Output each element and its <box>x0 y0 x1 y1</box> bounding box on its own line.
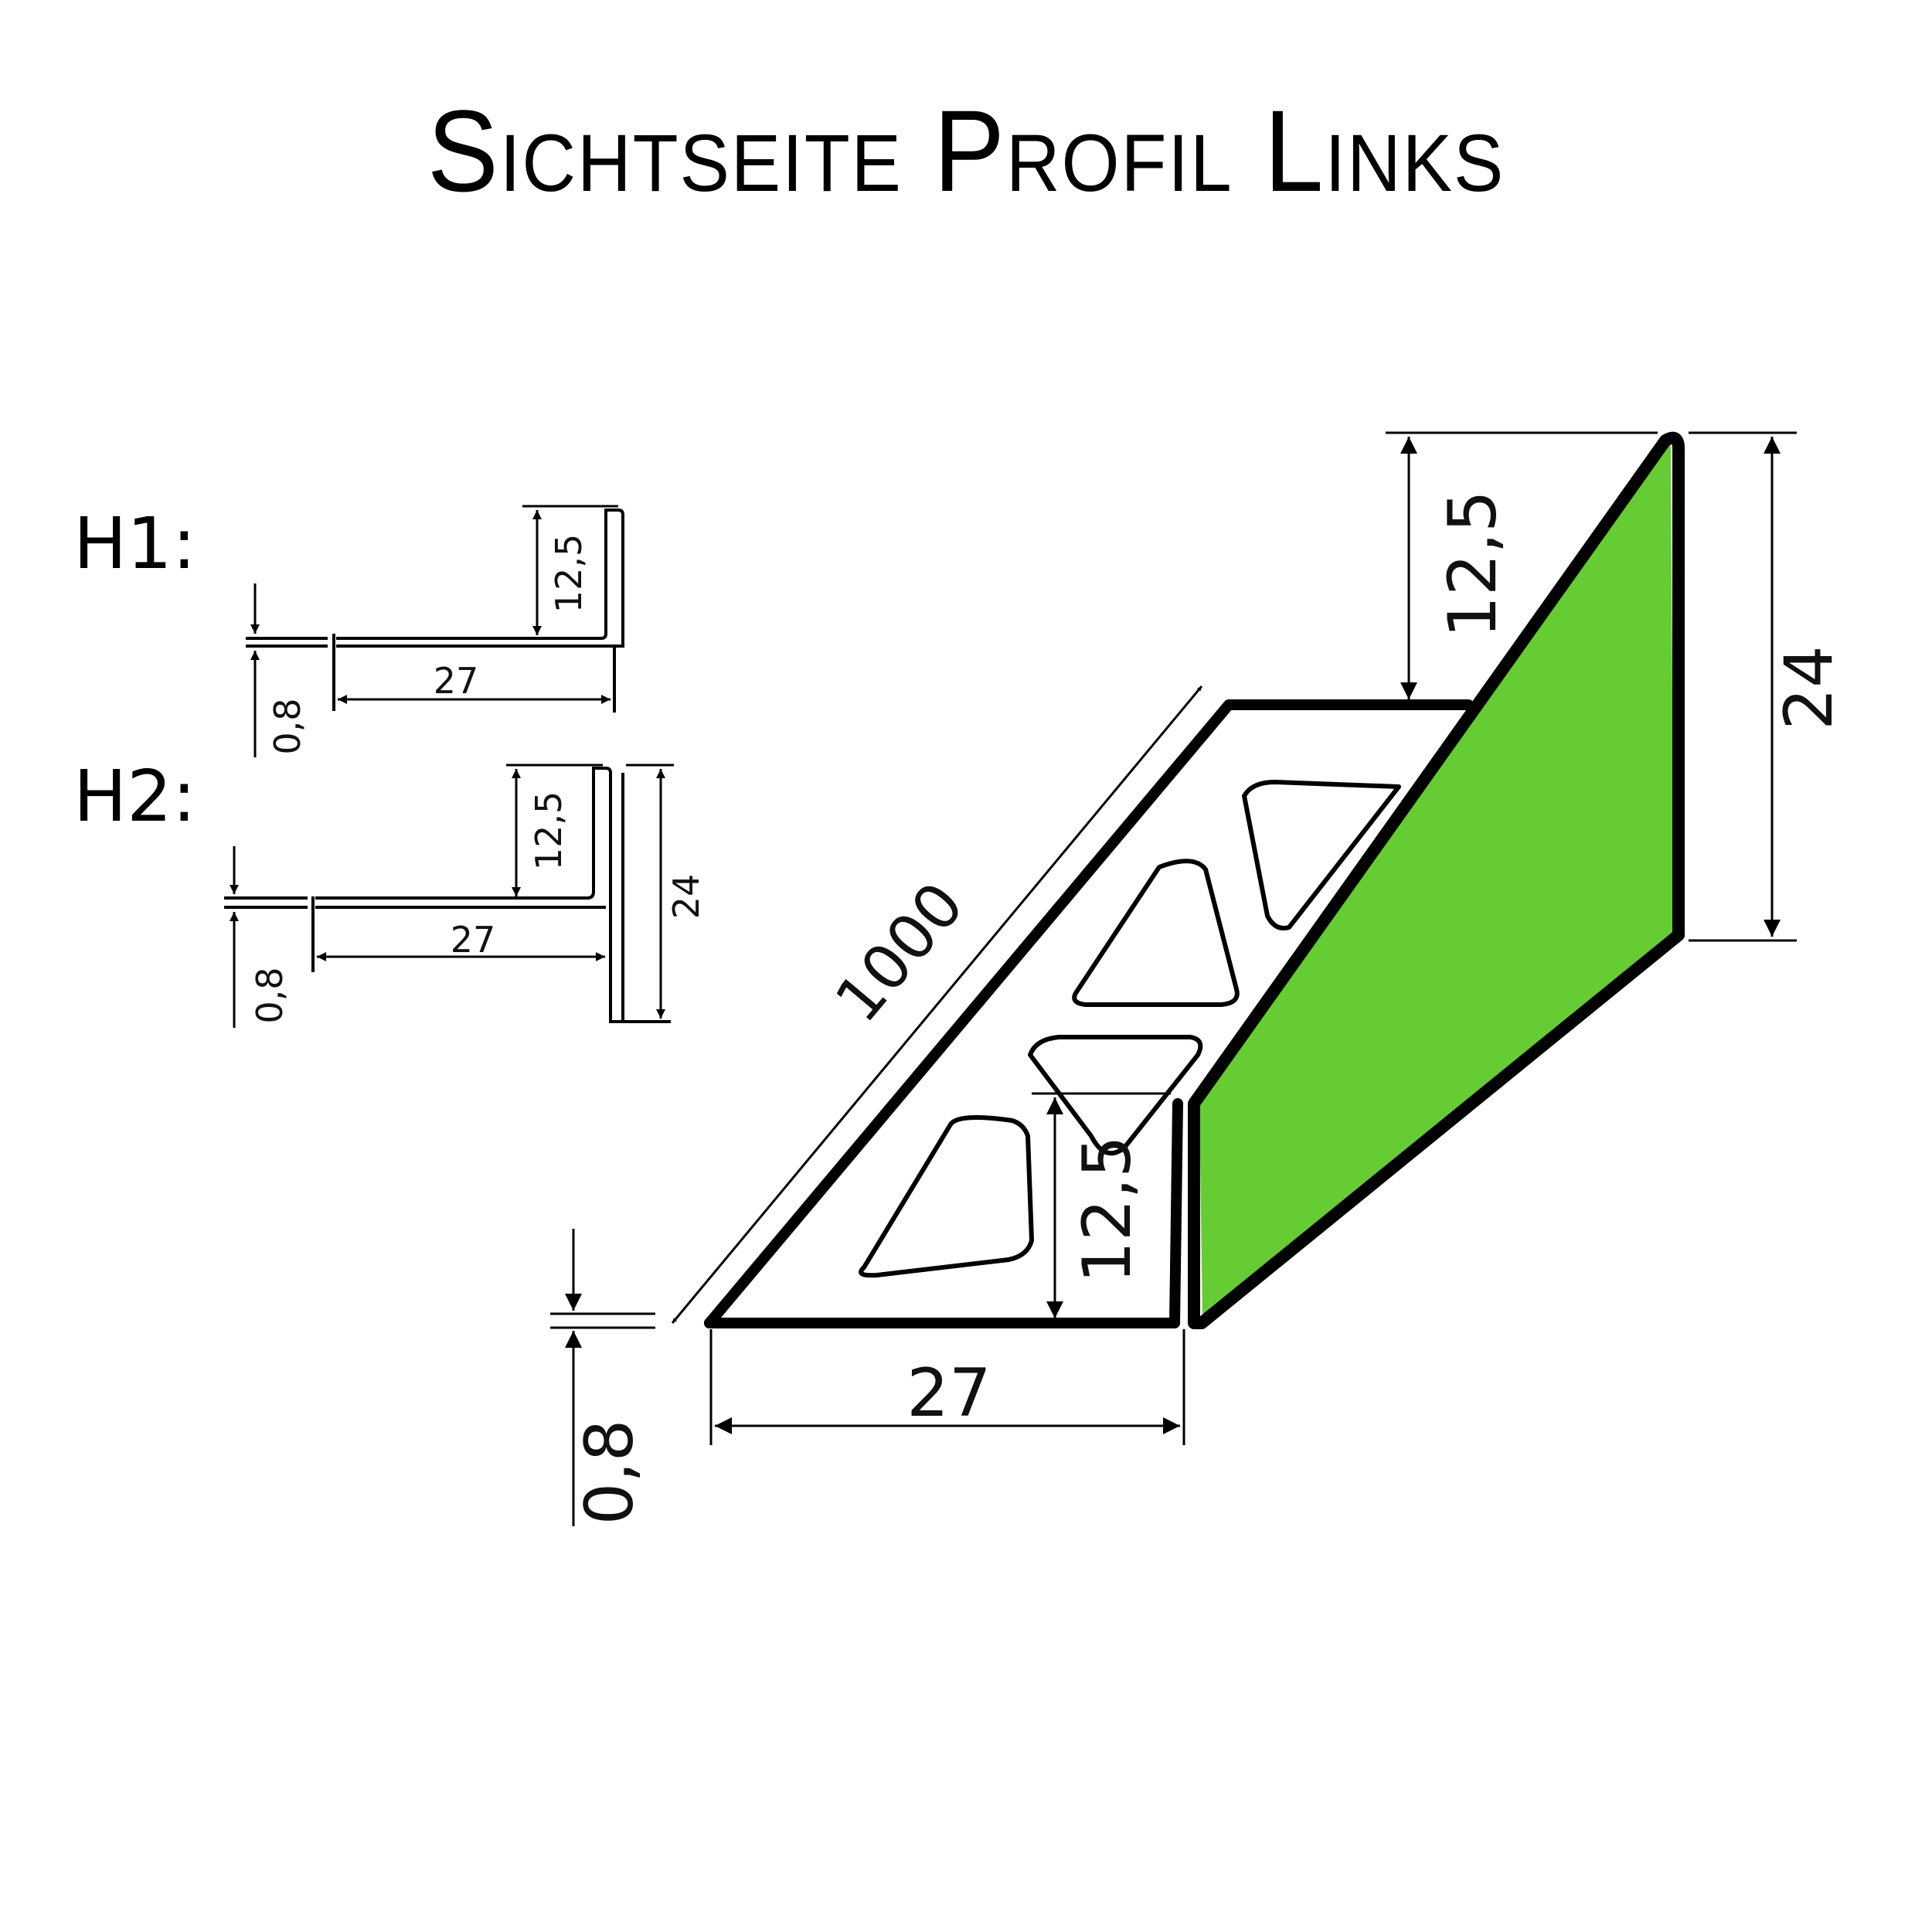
thickness-label: 0,8 <box>571 1420 648 1526</box>
h1-height-label: 12,5 <box>548 534 590 613</box>
width-dimension <box>709 1329 1185 1445</box>
width-label: 27 <box>906 1355 991 1432</box>
h2-height-label: 12,5 <box>528 791 570 870</box>
page-title: Sichtseite Profil Links <box>427 86 1505 216</box>
thickness-dimension <box>550 1229 655 1526</box>
length-label: 1000 <box>821 869 978 1036</box>
h1-thickness-label: 0,8 <box>267 698 308 754</box>
h2-width-label: 27 <box>451 919 496 961</box>
inner-height-dimension <box>1032 1092 1171 1318</box>
h2-thickness-label: 0,8 <box>249 967 291 1023</box>
visible-face <box>1199 442 1674 1321</box>
main-profile: 1000 12,5 24 12,5 27 <box>550 431 1848 1526</box>
inner-height-label: 12,5 <box>1069 1135 1146 1283</box>
h2-profile-shape <box>224 767 671 1023</box>
h2-dimensions <box>230 764 674 1028</box>
h1-profile-shape <box>246 509 624 713</box>
length-dimension <box>671 685 1203 1324</box>
upper-height-dimension <box>1386 431 1658 699</box>
h1-dimensions <box>250 505 618 757</box>
h2-total-height-label: 24 <box>665 874 707 920</box>
total-height-dimension <box>1689 431 1797 942</box>
h1-width-label: 27 <box>434 660 479 702</box>
variant-h2: H2: 27 12,5 24 0,8 <box>73 755 707 1028</box>
variant-h1-label: H1: <box>73 502 196 585</box>
total-height-label: 24 <box>1770 645 1848 730</box>
variant-h1: H1: 27 12,5 0,8 <box>73 502 624 757</box>
variant-h2-label: H2: <box>73 755 196 838</box>
upper-height-label: 12,5 <box>1434 490 1512 638</box>
